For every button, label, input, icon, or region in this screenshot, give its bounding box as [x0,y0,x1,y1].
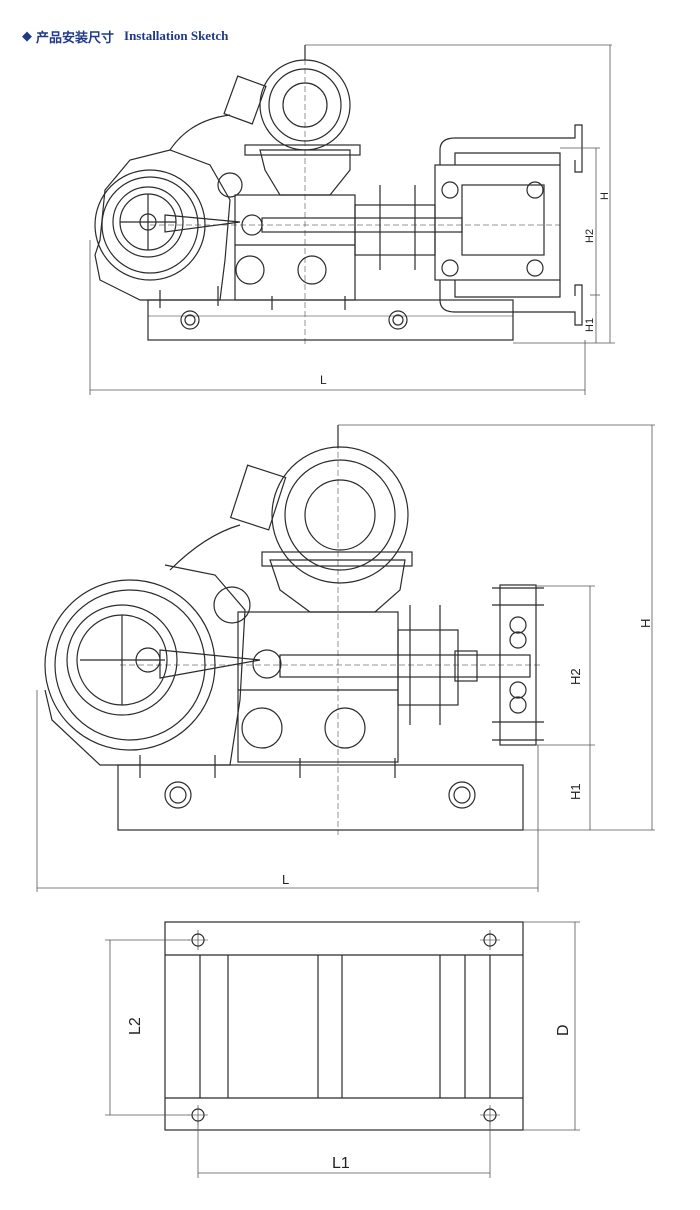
middle-base-bolt [164,781,192,809]
top-discharge-pipe [439,124,583,173]
top-base-plate [147,299,514,341]
middle-dimensions [36,424,655,892]
top-label-H1: H1 [584,318,596,332]
top-cylinder [354,204,436,256]
middle-motor-mount [269,559,406,613]
base-plan-dimensions [105,921,580,1178]
header-title-en: Installation Sketch [124,28,229,43]
base-label-D: D [555,1024,572,1036]
middle-flywheel [66,604,178,716]
header-title-cn: 产品安装尺寸 [36,30,115,46]
top-suction-pipe [439,280,583,326]
top-pump-view [94,45,583,345]
base-label-L2: L2 [127,1017,144,1035]
top-flywheel [112,186,184,258]
top-label-H2: H2 [584,229,596,243]
diamond-icon: ◆ [22,28,32,44]
base-mount-hole [188,1105,208,1125]
middle-base-bolt [448,781,476,809]
middle-crank-arm [159,649,261,679]
top-crank-arm [164,214,241,233]
base-plan-outline [164,921,524,1131]
top-base-bolt [180,310,200,330]
middle-cylinder [397,629,459,706]
top-dimensions [89,44,615,395]
middle-label-H: H [638,619,653,628]
middle-valve [509,616,527,634]
middle-base-plate [117,764,524,831]
middle-label-H2: H2 [568,668,583,685]
top-base-bolt [388,310,408,330]
middle-motor [271,446,409,584]
section-header: ◆ 产品安装尺寸 Installation Sketch [22,26,228,46]
base-mount-hole [188,930,208,950]
base-plan-view [164,921,524,1131]
base-mount-hole [480,930,500,950]
base-label-L1: L1 [332,1155,350,1172]
middle-label-L: L [282,872,289,887]
middle-plunger-rod [279,654,531,678]
top-label-H: H [599,192,611,200]
base-mount-hole [480,1105,500,1125]
middle-frame [237,611,399,763]
middle-label-H1: H1 [568,783,583,800]
middle-pump-view [44,425,544,835]
top-pump-head [434,164,561,281]
top-valve [441,181,459,199]
top-label-L: L [320,373,327,387]
